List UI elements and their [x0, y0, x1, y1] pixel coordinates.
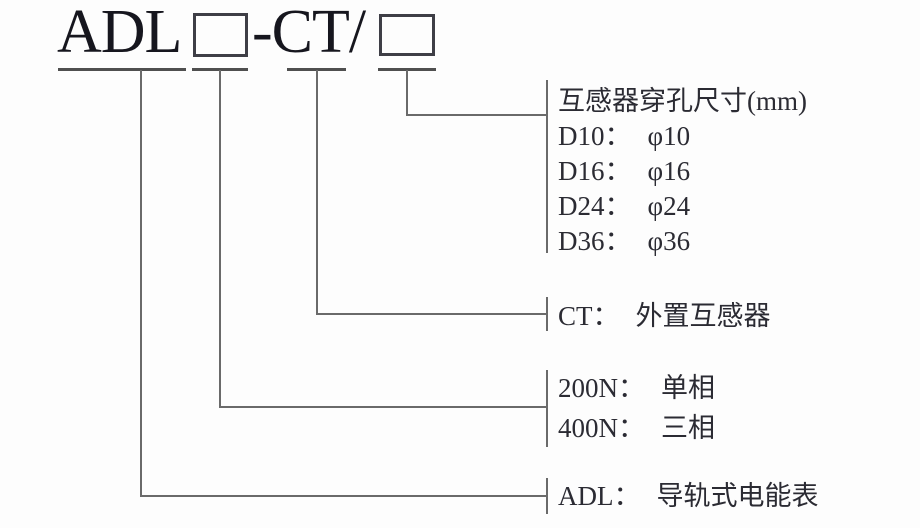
- branch-option: D24： φ24: [558, 189, 807, 224]
- placeholder-box-hole-size: [379, 14, 435, 56]
- connector-drop-series: [140, 70, 142, 497]
- underline-box1: [192, 68, 248, 71]
- connector-bar-phase: [546, 370, 548, 447]
- option-desc: φ10: [647, 121, 691, 151]
- option-code: ADL：: [558, 481, 641, 511]
- option-code: D24：: [558, 191, 632, 221]
- option-code: D10：: [558, 121, 632, 151]
- option-code: 200N：: [558, 373, 645, 403]
- option-desc: φ36: [647, 226, 691, 256]
- branch-option: 400N： 三相: [558, 408, 715, 448]
- option-desc: 外置互感器: [635, 301, 771, 331]
- connector-drop-hole-size: [406, 70, 408, 116]
- placeholder-box-phase: [193, 13, 248, 57]
- connector-tick-ct: [546, 297, 548, 331]
- option-code: 400N：: [558, 413, 645, 443]
- branch-phase: 200N： 单相 400N： 三相: [558, 368, 715, 448]
- connector-drop-ct: [316, 70, 318, 315]
- branch-option: D16： φ16: [558, 154, 807, 189]
- connector-run-series: [140, 495, 546, 497]
- connector-bar-hole-size: [546, 80, 548, 253]
- connector-drop-phase: [219, 70, 221, 408]
- connector-run-ct: [316, 313, 546, 315]
- model-title-prefix: ADL: [57, 0, 182, 66]
- model-title-middle: -CT/: [252, 0, 366, 66]
- option-desc: 单相: [661, 373, 715, 403]
- branch-option: 200N： 单相: [558, 368, 715, 408]
- underline-prefix: [58, 68, 186, 71]
- option-desc: φ24: [647, 191, 691, 221]
- connector-tick-series: [546, 478, 548, 514]
- underline-ct: [287, 68, 346, 71]
- branch-option: D10： φ10: [558, 119, 807, 154]
- option-code: D16：: [558, 156, 632, 186]
- branch-hole-size: 互感器穿孔尺寸(mm) D10： φ10 D16： φ16 D24： φ24 D36：…: [558, 84, 807, 259]
- option-code: D36：: [558, 226, 632, 256]
- branch-ct: CT： 外置互感器: [558, 299, 771, 333]
- option-code: CT：: [558, 301, 620, 331]
- option-desc: φ16: [647, 156, 691, 186]
- option-desc: 三相: [661, 413, 715, 443]
- branch-header-hole-size: 互感器穿孔尺寸(mm): [558, 86, 807, 116]
- connector-run-phase: [219, 406, 546, 408]
- branch-option: D36： φ36: [558, 224, 807, 259]
- connector-run-hole-size: [406, 114, 546, 116]
- option-desc: 导轨式电能表: [656, 481, 819, 511]
- underline-box2: [378, 68, 436, 71]
- branch-series: ADL： 导轨式电能表: [558, 479, 819, 513]
